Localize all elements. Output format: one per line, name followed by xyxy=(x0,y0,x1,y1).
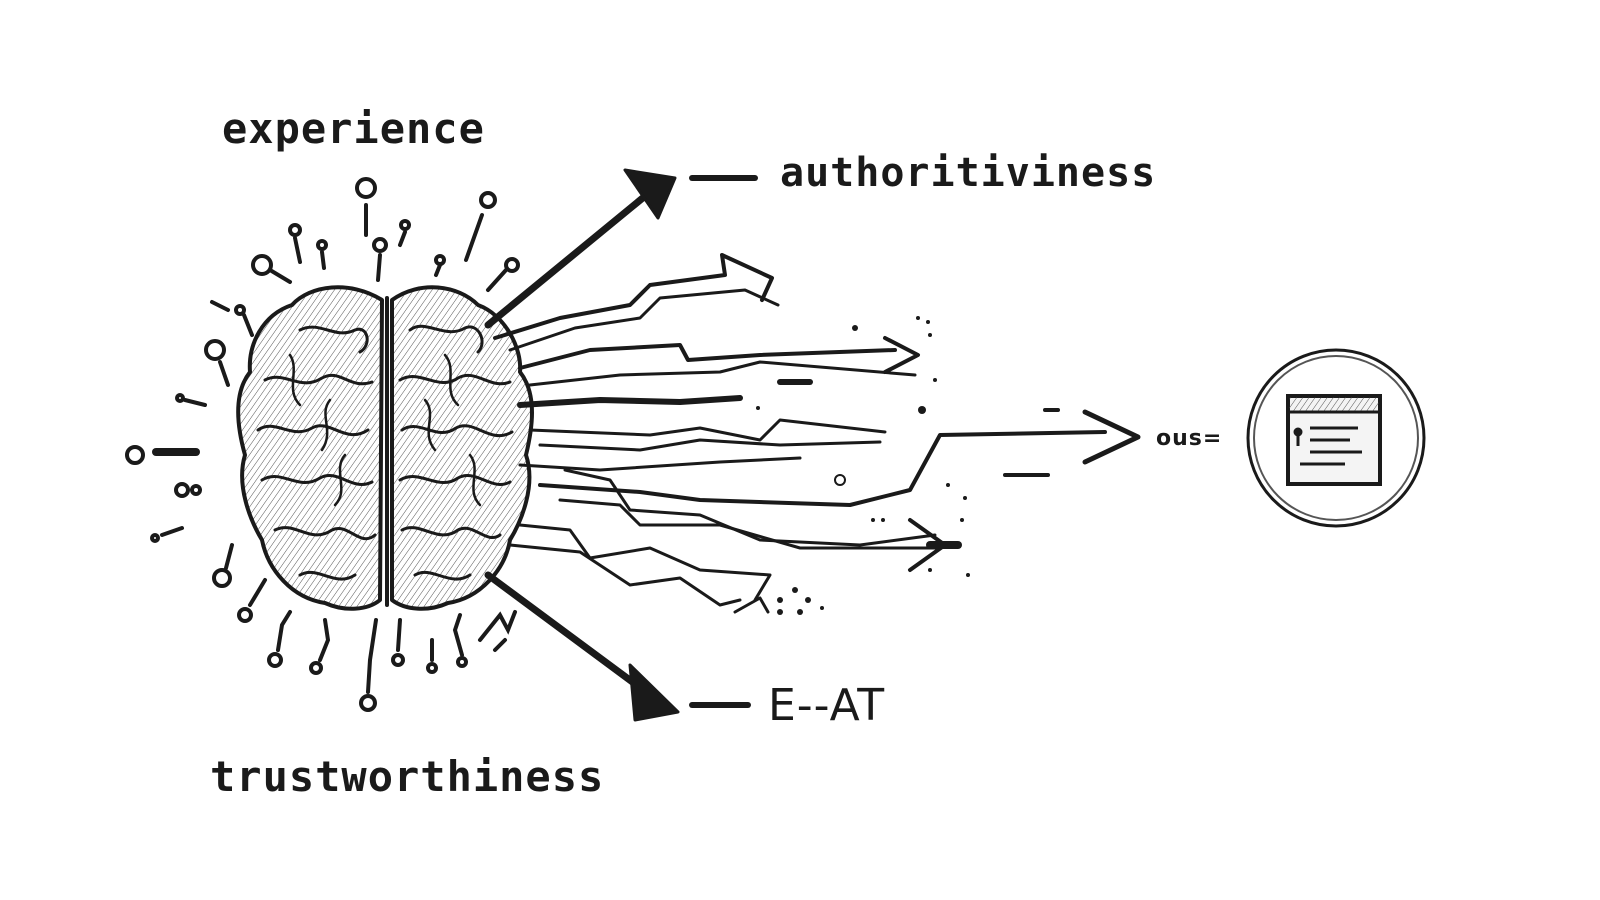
brain-icon xyxy=(238,287,532,608)
signal-arrows xyxy=(488,170,1138,720)
label-eeat: E--AT xyxy=(768,680,885,731)
label-trustworthiness: trustworthiness xyxy=(210,752,604,801)
label-experience: experience xyxy=(222,104,485,153)
label-output: ous= xyxy=(1156,426,1222,451)
document-window-icon xyxy=(1248,350,1424,526)
scatter-dots xyxy=(756,316,970,615)
label-authoritativeness: authoritiviness xyxy=(780,150,1156,196)
